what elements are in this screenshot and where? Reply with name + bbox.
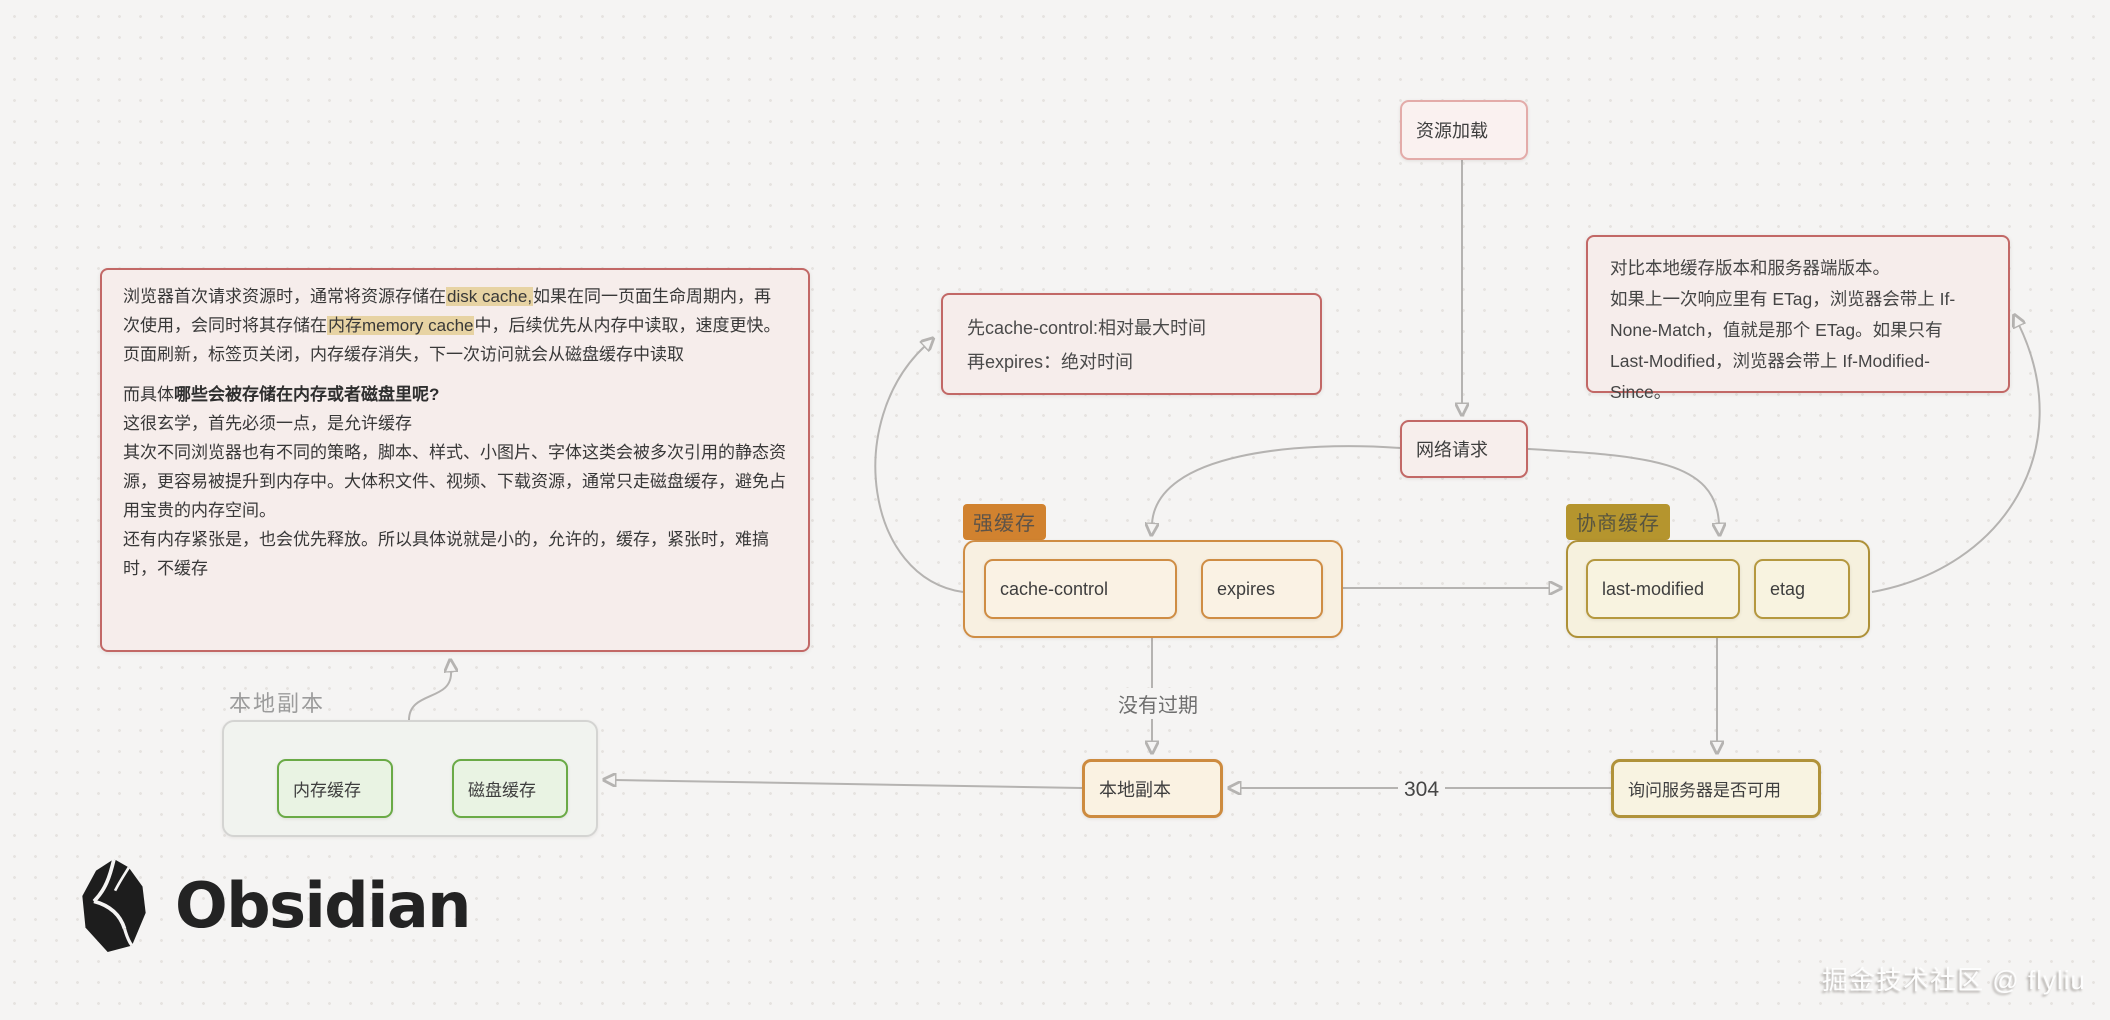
obsidian-logo: Obsidian: [75, 858, 471, 953]
node-etag[interactable]: etag: [1754, 559, 1850, 619]
highlight-memory-cache: 内存memory cache: [327, 316, 475, 335]
cc-note-line1: 先cache-control:相对最大时间: [967, 318, 1207, 338]
node-local-copy-label: 本地副本: [1099, 779, 1171, 800]
note-browser-cache-explanation[interactable]: 浏览器首次请求资源时，通常将资源存储在disk cache,如果在同一页面生命周…: [100, 268, 810, 652]
edge-group-to-info-note: [408, 671, 451, 721]
node-ask-server[interactable]: 询问服务器是否可用: [1611, 759, 1821, 818]
node-memory-cache[interactable]: 内存缓存: [277, 759, 393, 818]
note-etag-explanation[interactable]: 对比本地缓存版本和服务器端版本。 如果上一次响应里有 ETag，浏览器会带上 I…: [1586, 235, 2010, 402]
node-network-request[interactable]: 网络请求: [1400, 420, 1528, 478]
info-paragraph-5: 还有内存紧张是，也会优先释放。所以具体说就是小的，允许的，缓存，紧张时，难搞时，…: [123, 530, 769, 578]
node-resource-load[interactable]: 资源加载: [1400, 100, 1528, 160]
obsidian-stone-icon: [82, 858, 146, 952]
node-expires-label: expires: [1217, 578, 1276, 599]
group-title-local-copy: 本地副本: [229, 691, 326, 716]
node-etag-label: etag: [1770, 578, 1806, 599]
node-local-copy[interactable]: 本地副本: [1082, 759, 1223, 818]
etag-note-line2: 如果上一次响应里有 ETag，浏览器会带上 If-None-Match，值就是那…: [1610, 289, 1956, 402]
node-resource-load-label: 资源加载: [1416, 121, 1488, 141]
info-paragraph-4: 其次不同浏览器也有不同的策略，脚本、样式、小图片、字体这类会被多次引用的静态资源…: [123, 443, 786, 520]
node-disk-cache[interactable]: 磁盘缓存: [452, 759, 568, 818]
etag-note-line1: 对比本地缓存版本和服务器端版本。: [1610, 258, 1890, 278]
node-expires[interactable]: expires: [1201, 559, 1323, 619]
node-cache-control-label: cache-control: [1000, 578, 1109, 599]
highlight-disk-cache: disk cache,: [446, 287, 534, 306]
node-disk-cache-label: 磁盘缓存: [468, 781, 536, 800]
info-paragraph-3: 这很玄学，首先必须一点，是允许缓存: [123, 414, 412, 433]
label-strong-cache[interactable]: 强缓存: [963, 504, 1046, 540]
cc-note-line2: 再expires：绝对时间: [967, 352, 1134, 372]
note-cache-control-priority[interactable]: 先cache-control:相对最大时间 再expires：绝对时间: [941, 293, 1322, 395]
edge-label-not-expired[interactable]: 没有过期: [1112, 688, 1204, 719]
node-cache-control[interactable]: cache-control: [984, 559, 1177, 619]
node-last-modified-label: last-modified: [1602, 578, 1705, 599]
obsidian-wordmark: Obsidian: [175, 869, 471, 942]
edge-label-304[interactable]: 304: [1398, 777, 1446, 803]
info-paragraph-1: 浏览器首次请求资源时，通常将资源存储在disk cache,如果在同一页面生命周…: [123, 287, 781, 364]
node-ask-server-label: 询问服务器是否可用: [1628, 781, 1781, 800]
watermark: 掘金技术社区 @ flyliu: [1822, 965, 2086, 995]
edge-localcopy-to-group: [615, 780, 1083, 789]
node-memory-cache-label: 内存缓存: [293, 781, 361, 800]
edge-network-to-strong-cache: [1152, 445, 1401, 524]
info-paragraph-question: 而具体哪些会被存储在内存或者磁盘里呢?: [123, 385, 440, 404]
label-negotiate-cache[interactable]: 协商缓存: [1566, 504, 1670, 540]
node-network-request-label: 网络请求: [1416, 440, 1488, 460]
node-last-modified[interactable]: last-modified: [1586, 559, 1740, 619]
